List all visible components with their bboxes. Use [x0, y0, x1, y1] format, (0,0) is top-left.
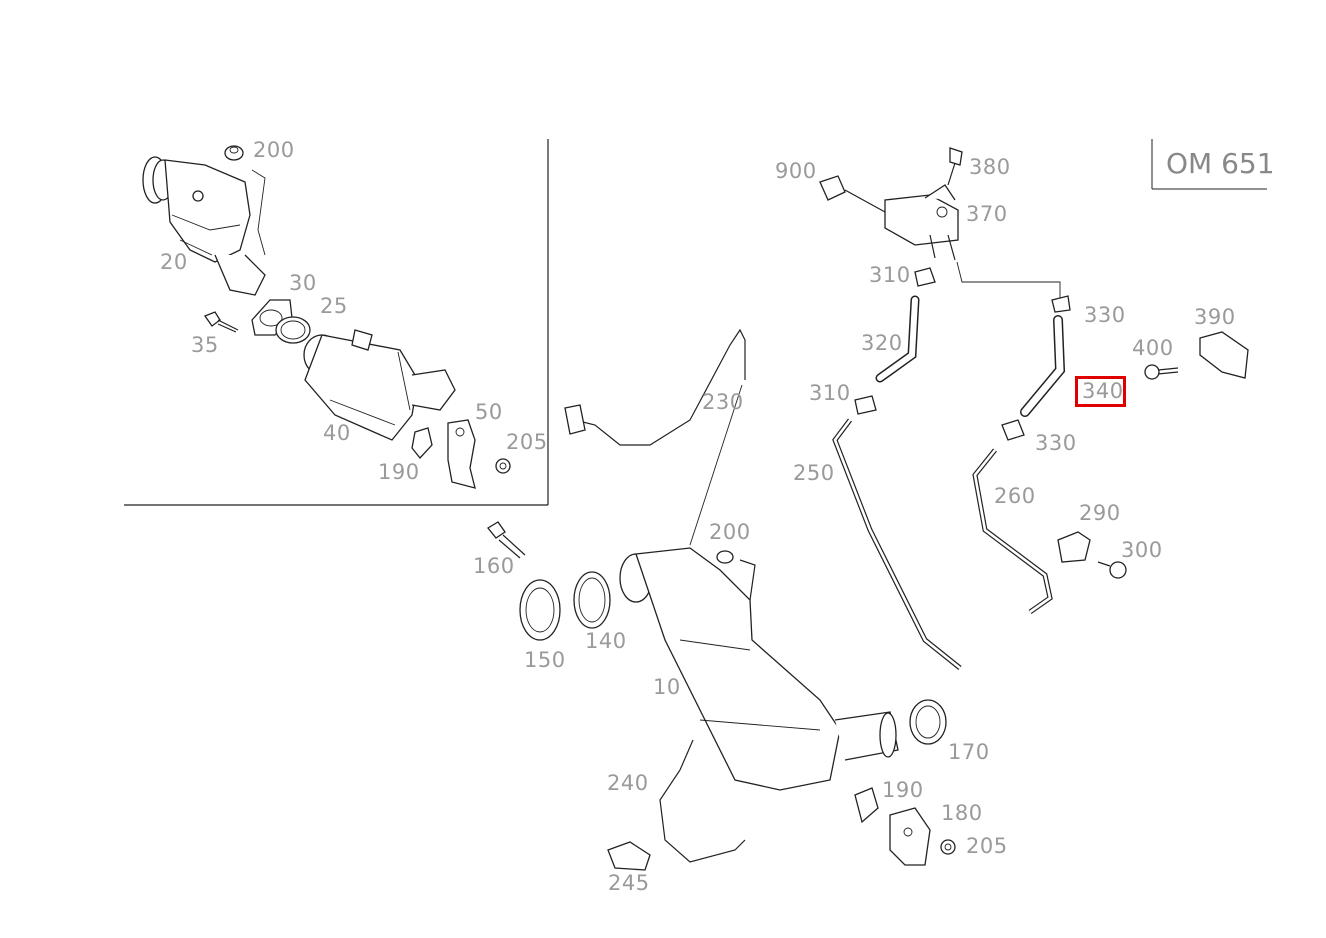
- callout-160[interactable]: 160: [473, 554, 515, 578]
- inset-frame: [124, 139, 1267, 505]
- part-390-bracket[interactable]: [1200, 332, 1248, 378]
- callout-40[interactable]: 40: [323, 421, 351, 445]
- callout-300[interactable]: 300: [1121, 538, 1163, 562]
- part-140-seal-ring[interactable]: [574, 572, 610, 628]
- part-240-sensor-cable[interactable]: [660, 740, 745, 862]
- selected-callout-highlight: [1075, 376, 1126, 407]
- part-900-connector[interactable]: [820, 176, 885, 212]
- callout-390[interactable]: 390: [1194, 305, 1236, 329]
- callout-310-top[interactable]: 310: [869, 263, 911, 287]
- callout-190[interactable]: 190: [882, 778, 924, 802]
- callout-380[interactable]: 380: [969, 155, 1011, 179]
- callout-50[interactable]: 50: [475, 400, 503, 424]
- part-205-nut[interactable]: [941, 840, 955, 854]
- part-340-hose[interactable]: [1025, 320, 1060, 412]
- part-200-inset-nut[interactable]: [225, 146, 243, 160]
- part-310-top-clamp[interactable]: [915, 268, 935, 286]
- callout-20[interactable]: 20: [160, 250, 188, 274]
- callout-290[interactable]: 290: [1079, 501, 1121, 525]
- callout-25[interactable]: 25: [320, 294, 348, 318]
- part-150-clamp[interactable]: [520, 580, 560, 640]
- engine-label: OM 651: [1166, 147, 1275, 180]
- part-10-diesel-particulate-filter[interactable]: [620, 548, 898, 790]
- callout-190-inset[interactable]: 190: [378, 460, 420, 484]
- part-40-catalytic-converter[interactable]: [304, 330, 455, 440]
- part-35-bolt[interactable]: [205, 312, 238, 332]
- callout-200-inset[interactable]: 200: [253, 138, 295, 162]
- callout-170[interactable]: 170: [948, 740, 990, 764]
- callout-10[interactable]: 10: [653, 675, 681, 699]
- callout-250[interactable]: 250: [793, 461, 835, 485]
- callout-240[interactable]: 240: [607, 771, 649, 795]
- part-230-sensor-cable[interactable]: [565, 330, 745, 545]
- callout-180[interactable]: 180: [941, 801, 983, 825]
- part-170-clamp[interactable]: [910, 700, 946, 744]
- callout-245[interactable]: 245: [608, 871, 650, 895]
- part-260-pipe[interactable]: [975, 450, 1050, 612]
- callout-150[interactable]: 150: [524, 648, 566, 672]
- part-380-bolt[interactable]: [948, 148, 962, 185]
- callout-230[interactable]: 230: [702, 390, 744, 414]
- callout-370[interactable]: 370: [966, 202, 1008, 226]
- part-370-pressure-sensor[interactable]: [885, 185, 958, 260]
- part-250-pipe[interactable]: [835, 420, 960, 668]
- callout-310-mid[interactable]: 310: [809, 381, 851, 405]
- callout-320[interactable]: 320: [861, 331, 903, 355]
- part-290-bracket[interactable]: [1058, 532, 1090, 562]
- part-50-bracket[interactable]: [448, 420, 475, 488]
- part-25-seal-ring[interactable]: [276, 317, 310, 343]
- callout-200[interactable]: 200: [709, 520, 751, 544]
- callout-260[interactable]: 260: [994, 484, 1036, 508]
- part-205-inset-nut[interactable]: [496, 459, 510, 473]
- part-160-bolt[interactable]: [488, 522, 525, 558]
- callout-140[interactable]: 140: [585, 629, 627, 653]
- callout-205-inset[interactable]: 205: [506, 430, 548, 454]
- callout-35[interactable]: 35: [191, 333, 219, 357]
- part-190-clip[interactable]: [855, 788, 878, 822]
- part-320-hose[interactable]: [880, 300, 915, 378]
- part-190-inset-clip[interactable]: [412, 428, 432, 458]
- part-310-mid-clamp[interactable]: [855, 396, 876, 414]
- callout-330-mid[interactable]: 330: [1035, 431, 1077, 455]
- part-330-top-clamp[interactable]: [1052, 296, 1070, 312]
- callout-900[interactable]: 900: [775, 159, 817, 183]
- part-20-turbo-outlet[interactable]: [143, 157, 265, 295]
- part-400-bolt[interactable]: [1145, 365, 1178, 379]
- part-200-nut[interactable]: [717, 551, 733, 563]
- part-180-bracket[interactable]: [890, 808, 930, 865]
- part-300-bolt[interactable]: [1098, 562, 1126, 578]
- callout-30[interactable]: 30: [289, 271, 317, 295]
- part-245-holder[interactable]: [608, 842, 650, 870]
- hose-connection-line: [957, 262, 1060, 300]
- callout-205[interactable]: 205: [966, 834, 1008, 858]
- callout-340[interactable]: 340: [1082, 379, 1124, 403]
- callout-400[interactable]: 400: [1132, 336, 1174, 360]
- callout-330-top[interactable]: 330: [1084, 303, 1126, 327]
- part-330-mid-clamp[interactable]: [1002, 420, 1024, 440]
